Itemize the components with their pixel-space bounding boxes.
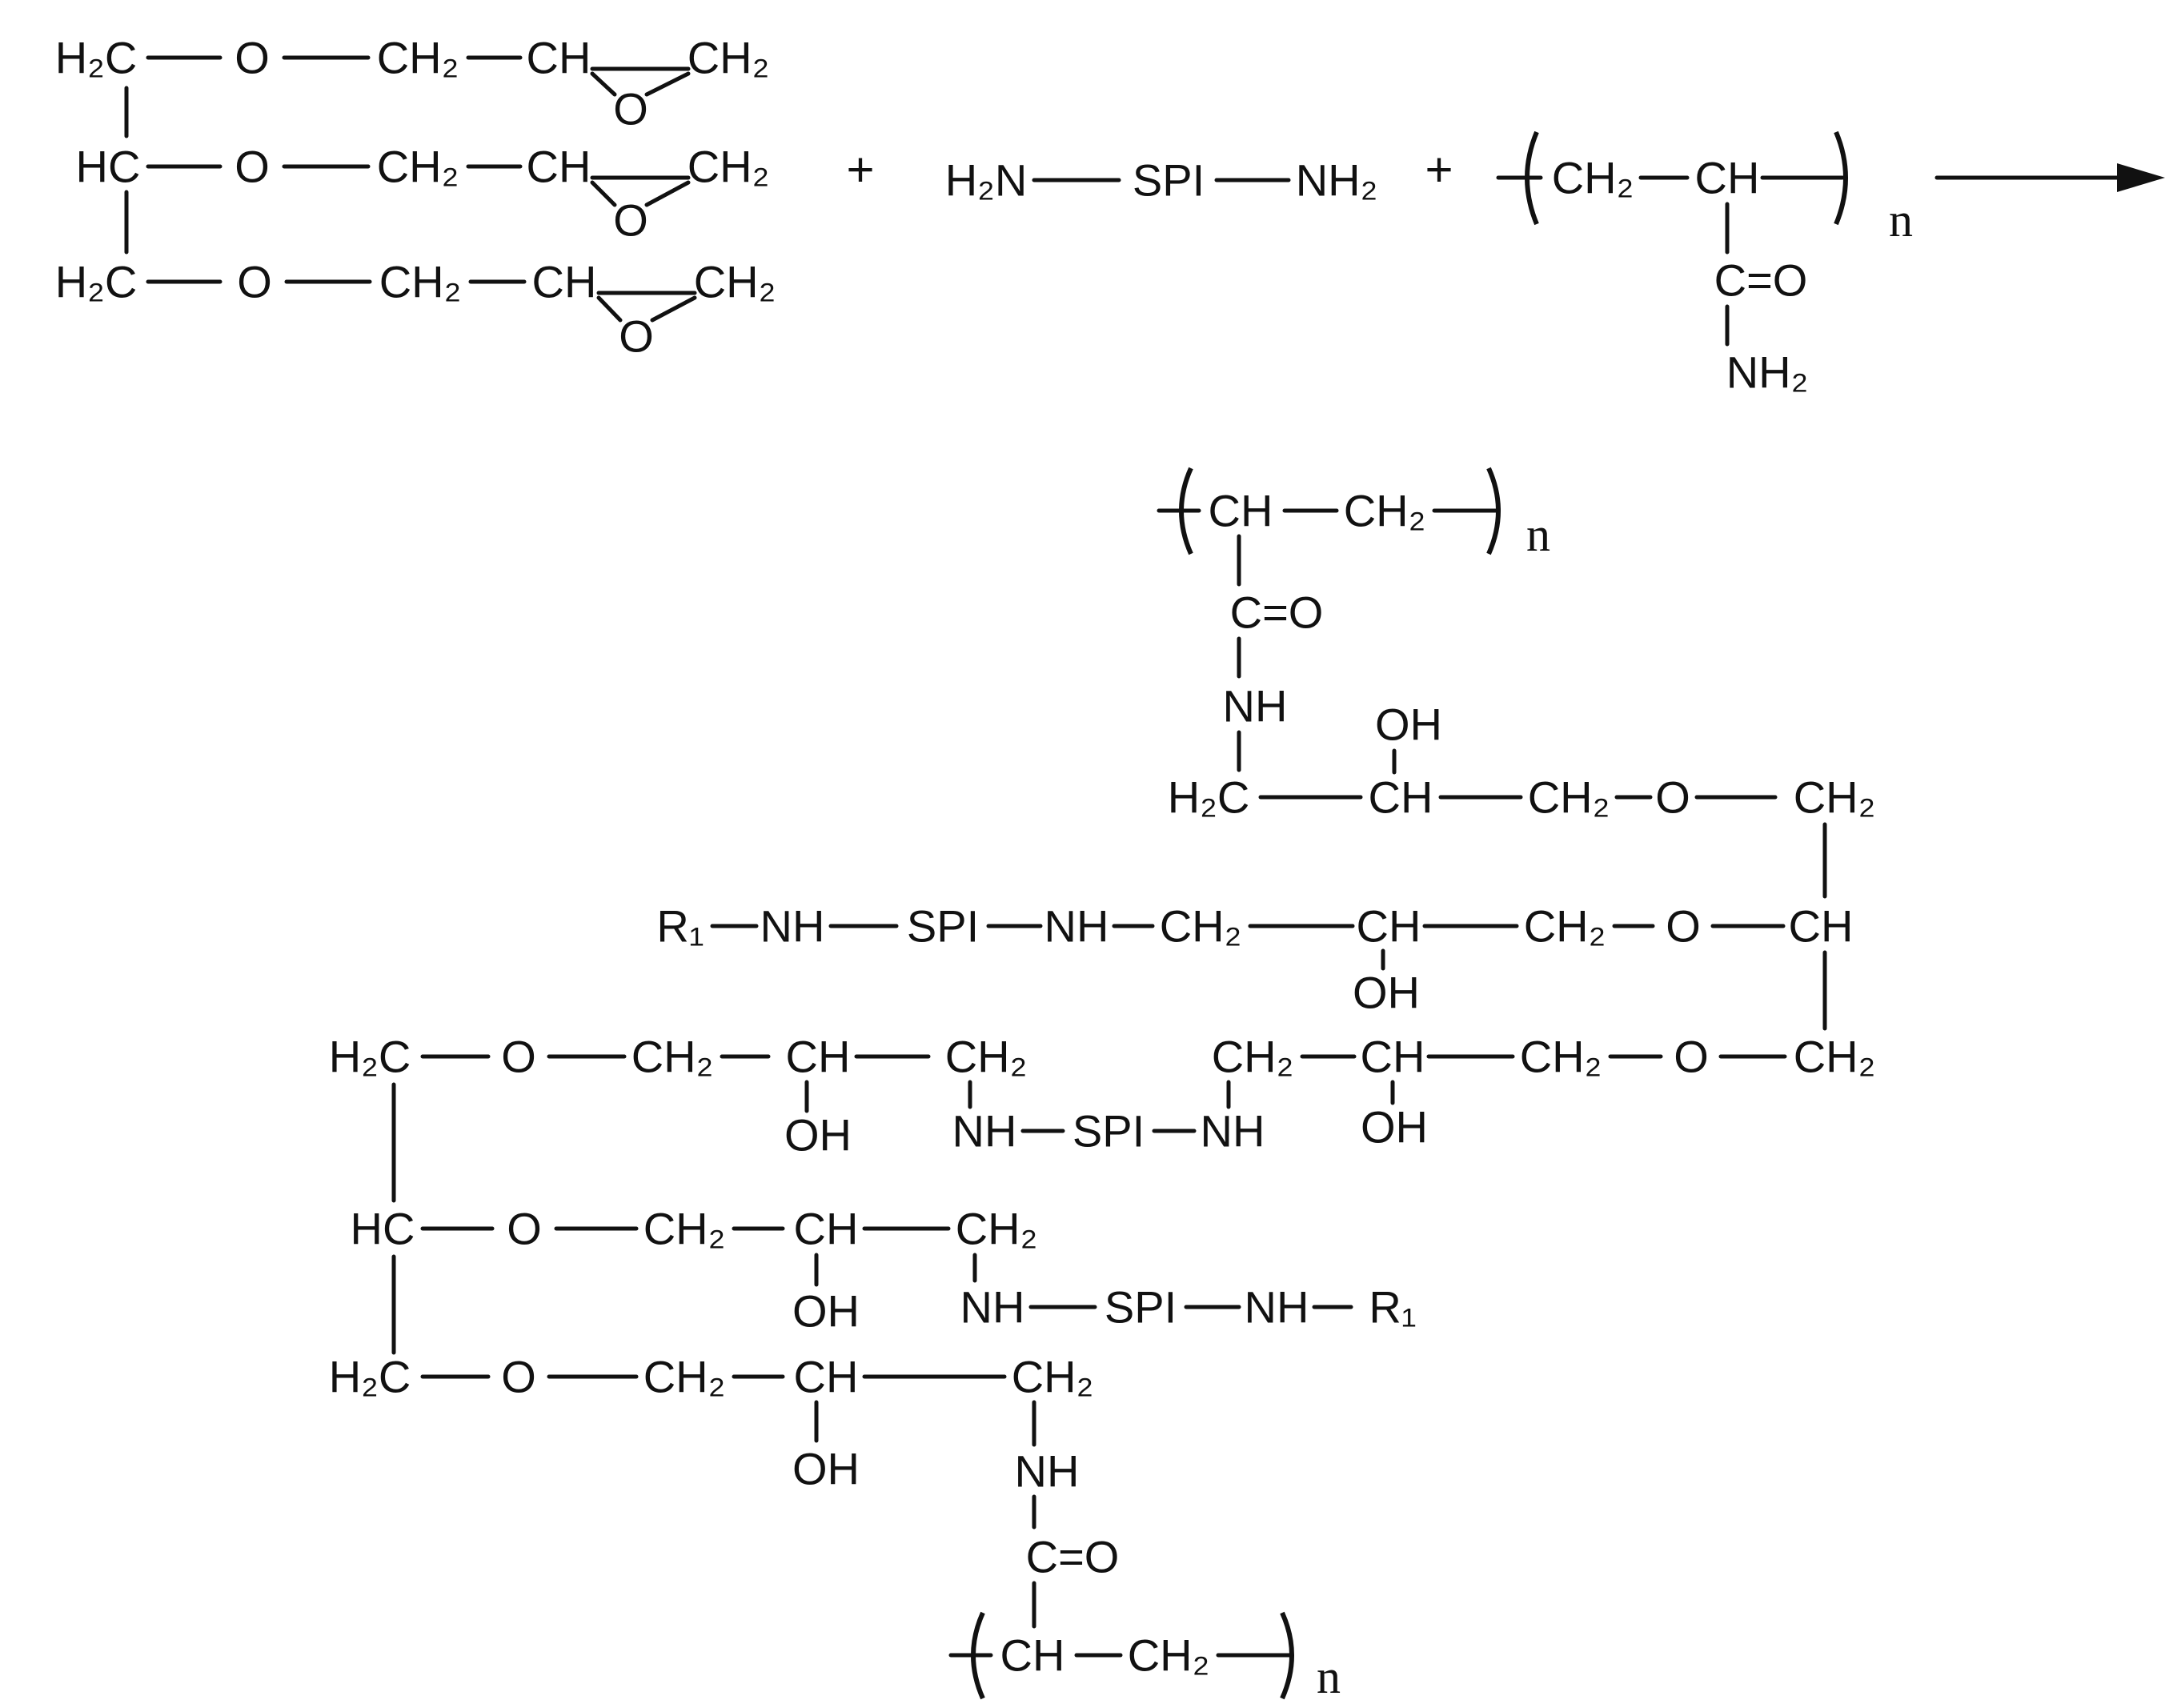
- rowd-ch: CH: [794, 1204, 859, 1254]
- epoxy-r3-c3: CH: [532, 257, 597, 307]
- top-pam-nh: NH: [1223, 681, 1288, 732]
- rowb-ch2a: CH₂: [1160, 901, 1242, 952]
- epoxy-r3-c4: CH₂: [694, 257, 776, 307]
- epoxy-r2-oring: O: [613, 195, 648, 246]
- rowb-nh1: NH: [760, 901, 825, 952]
- rowc-ch: CH: [1361, 1032, 1425, 1082]
- rowc-oh: OH: [784, 1110, 852, 1161]
- rowc-nh1: NH: [952, 1106, 1017, 1157]
- rowc-ch2d: CH₂: [1520, 1032, 1602, 1082]
- rowc-ch2b: CH₂: [945, 1032, 1028, 1082]
- crosslinked-product: CH CH₂ n C=O NH H₂C OH CH CH₂ O CH₂ R₁ N…: [329, 467, 1876, 1703]
- rowc-oh2: OH: [1361, 1102, 1428, 1153]
- rowa-oh: OH: [1375, 700, 1442, 750]
- rowc-nh2: NH: [1201, 1106, 1265, 1157]
- rowb-oh: OH: [1353, 968, 1420, 1018]
- rowd-o: O: [507, 1204, 542, 1254]
- epoxy-reactant: H₂C O CH₂ CH CH₂ O HC O CH₂ CH CH₂ O H₂C…: [55, 33, 776, 362]
- bottom-pam-ch: CH: [1000, 1630, 1065, 1681]
- rowe-ch2b: CH₂: [1012, 1352, 1094, 1402]
- pam-subscript-n: n: [1889, 194, 1913, 247]
- rowa-ch2: CH₂: [1528, 772, 1610, 823]
- rowd-r1: R₁: [1369, 1282, 1416, 1333]
- top-pam-ch2: CH₂: [1344, 486, 1426, 536]
- plus-sign-2: +: [1425, 143, 1453, 197]
- rowc-h2c: H₂C: [329, 1032, 411, 1082]
- epoxy-r1-c4: CH₂: [688, 33, 770, 83]
- pam-amide: NH₂: [1726, 347, 1809, 398]
- rowd-ch2b: CH₂: [956, 1204, 1038, 1254]
- rowb-ch2b: CH₂: [1524, 901, 1606, 952]
- rowe-oh: OH: [792, 1444, 860, 1494]
- rowc-end: CH₂: [1794, 1032, 1876, 1082]
- epoxy-r3-oring: O: [619, 311, 654, 362]
- rowc-ch: CH: [786, 1032, 851, 1082]
- top-pam-carbonyl: C=O: [1230, 587, 1324, 638]
- rowc-ch2a: CH₂: [631, 1032, 714, 1082]
- spi-left-amine: H₂N: [945, 155, 1028, 206]
- rowa-end: CH₂: [1794, 772, 1876, 823]
- plus-sign-1: +: [846, 143, 874, 197]
- rowb-r1: R₁: [656, 901, 704, 952]
- rowe-nh: NH: [1015, 1446, 1080, 1497]
- epoxy-r1-oring: O: [613, 84, 648, 134]
- rowd-nh2: NH: [1245, 1282, 1309, 1333]
- epoxy-r3-o: O: [237, 257, 272, 307]
- rowa-o: O: [1655, 772, 1690, 823]
- epoxy-r1-c1: H₂C: [55, 33, 138, 83]
- rowc-ch2c: CH₂: [1212, 1032, 1294, 1082]
- bottom-pam-ch2: CH₂: [1128, 1630, 1210, 1681]
- pam-reactant: CH₂ CH n C=O NH₂: [1496, 130, 1913, 398]
- epoxy-r1-c2: CH₂: [377, 33, 459, 83]
- rowb-end: CH: [1789, 901, 1854, 952]
- spi-center: SPI: [1133, 155, 1205, 206]
- epoxy-r3-c1: H₂C: [55, 257, 138, 307]
- rowe-o: O: [501, 1352, 536, 1402]
- rowc-spi: SPI: [1072, 1106, 1145, 1157]
- epoxy-r2-c1: HC: [76, 142, 141, 192]
- epoxy-r1-o: O: [235, 33, 270, 83]
- rowb-spi: SPI: [907, 901, 979, 952]
- spi-right-amine: NH₂: [1296, 155, 1378, 206]
- rowd-hc: HC: [351, 1204, 415, 1254]
- rowd-spi: SPI: [1105, 1282, 1177, 1333]
- epoxy-r3-c2: CH₂: [379, 257, 462, 307]
- epoxy-r2-c3: CH: [527, 142, 591, 192]
- epoxy-r2-o: O: [235, 142, 270, 192]
- rowe-ch2a: CH₂: [643, 1352, 726, 1402]
- rowc-o: O: [501, 1032, 536, 1082]
- rowb-nh2: NH: [1044, 901, 1109, 952]
- top-pam-subscript-n: n: [1526, 508, 1550, 561]
- rowa-ch: CH: [1369, 772, 1433, 823]
- rowd-nh1: NH: [960, 1282, 1025, 1333]
- pam-c2: CH: [1695, 153, 1760, 203]
- rowe-h2c: H₂C: [329, 1352, 411, 1402]
- spi-reactant: H₂N SPI NH₂: [945, 155, 1378, 206]
- rowd-oh: OH: [792, 1286, 860, 1337]
- rowb-o: O: [1666, 901, 1701, 952]
- bottom-pam-subscript-n: n: [1317, 1650, 1341, 1703]
- rowe-ch: CH: [794, 1352, 859, 1402]
- top-pam-ch: CH: [1209, 486, 1273, 536]
- reaction-arrow: [1934, 163, 2165, 192]
- epoxy-r2-c2: CH₂: [377, 142, 459, 192]
- rowa-h2c: H₂C: [1168, 772, 1250, 823]
- pam-c1: CH₂: [1552, 153, 1634, 203]
- epoxy-r2-c4: CH₂: [688, 142, 770, 192]
- rowc-o2: O: [1674, 1032, 1709, 1082]
- epoxy-r1-c3: CH: [527, 33, 591, 83]
- rowd-ch2a: CH₂: [643, 1204, 726, 1254]
- rowb-ch: CH: [1357, 901, 1421, 952]
- rowe-carbonyl: C=O: [1026, 1532, 1120, 1582]
- pam-carbonyl: C=O: [1714, 255, 1808, 306]
